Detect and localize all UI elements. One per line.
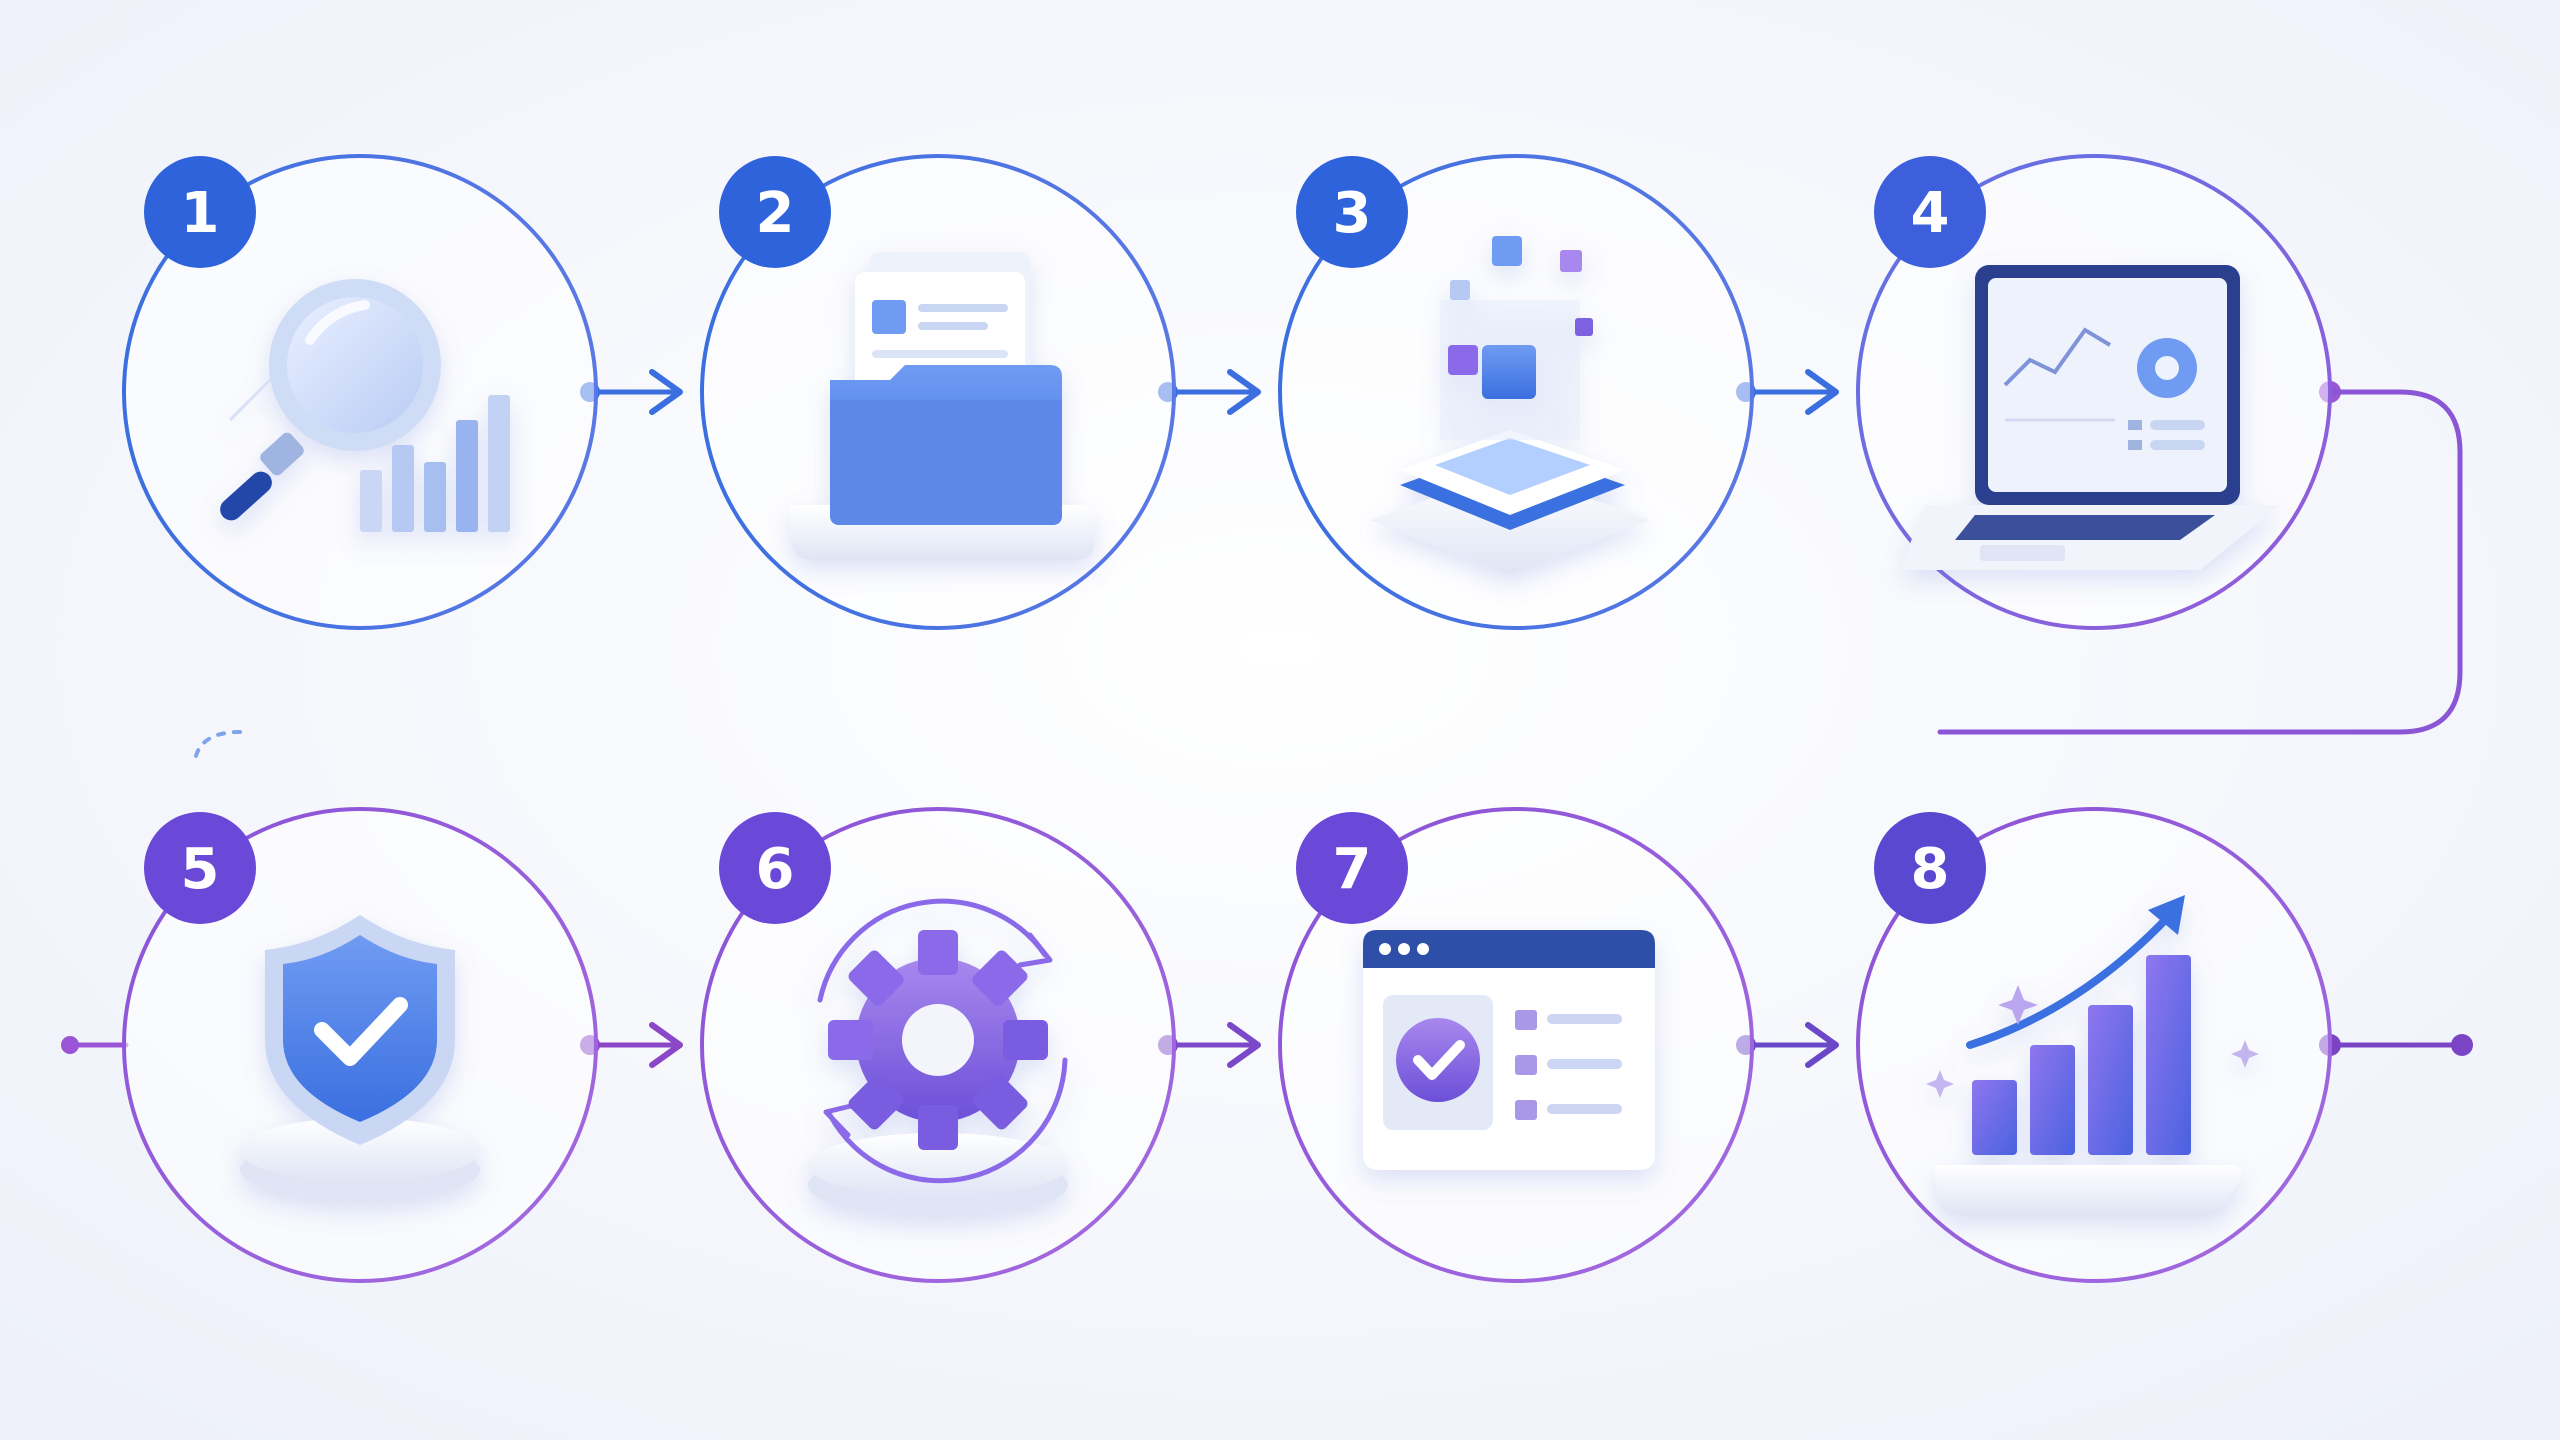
step-number-5: 5 (181, 837, 220, 902)
step-number-8: 8 (1911, 837, 1950, 902)
step-6[interactable]: 6 (700, 807, 1176, 1283)
gear-cycle-icon (808, 898, 1068, 1217)
step-4[interactable]: 4 (1856, 154, 2332, 630)
step-number-7: 7 (1333, 837, 1372, 902)
step-badge-4: 4 (1874, 156, 1986, 268)
step-badge-1: 1 (144, 156, 256, 268)
step-number-2: 2 (756, 181, 795, 246)
step-number-6: 6 (756, 837, 795, 902)
step-3[interactable]: 3 (1278, 154, 1754, 630)
step-badge-7: 7 (1296, 812, 1408, 924)
magnifier-chart-icon (220, 279, 510, 532)
step-badge-6: 6 (719, 812, 831, 924)
step-badge-8: 8 (1874, 812, 1986, 924)
folder-documents-icon (790, 252, 1095, 560)
step-7[interactable]: 7 (1278, 807, 1754, 1283)
step-number-4: 4 (1911, 181, 1950, 246)
step-2[interactable]: 2 (700, 154, 1176, 630)
laptop-dashboard-icon (1900, 265, 2280, 570)
connector-dashed-return (193, 729, 1943, 762)
step-number-1: 1 (181, 181, 220, 246)
step-badge-2: 2 (719, 156, 831, 268)
growth-bar-chart-icon (1926, 895, 2259, 1215)
step-8[interactable]: 8 (1856, 807, 2332, 1283)
step-1[interactable]: 1 (122, 154, 598, 630)
step-5[interactable]: 5 (122, 807, 598, 1283)
data-cubes-platform-icon (1370, 236, 1650, 575)
connector-lead-5 (61, 1036, 129, 1054)
step-number-3: 3 (1333, 181, 1372, 246)
step-badge-5: 5 (144, 812, 256, 924)
step-badge-3: 3 (1296, 156, 1408, 268)
shield-check-icon (240, 915, 480, 1202)
browser-checklist-icon (1363, 930, 1655, 1170)
